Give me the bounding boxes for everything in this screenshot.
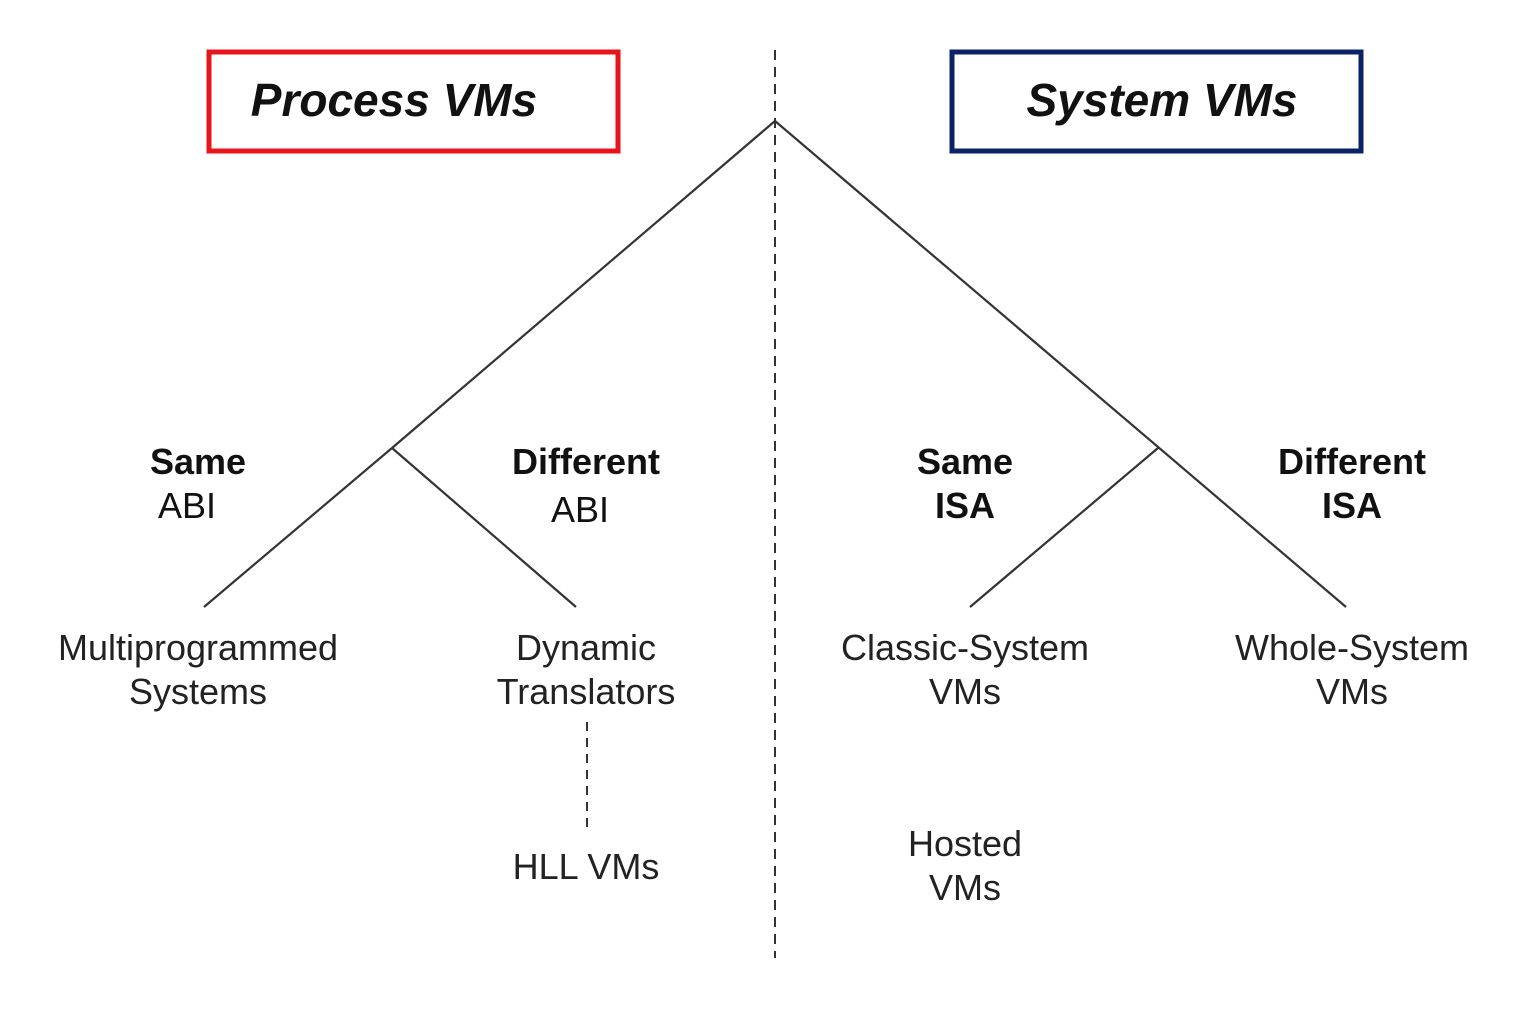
leaf-hosted-line2: VMs	[929, 866, 1001, 908]
label-different-abi-line2: ABI	[550, 488, 610, 530]
leaf-classic-system-line1: Classic-System	[840, 627, 1090, 668]
leaf-classic-system-line2: VMs	[929, 670, 1001, 712]
leaf-whole-system-vms: Whole-System VMs	[1212, 626, 1492, 714]
leaf-multiprogrammed-line2: Systems	[128, 670, 268, 712]
leaf-whole-system-line2: VMs	[1316, 670, 1388, 712]
label-same-abi: Same ABI	[118, 440, 278, 528]
label-same-abi-line2: ABI	[157, 484, 217, 526]
label-same-abi-line1: Same	[149, 441, 247, 482]
leaf-hll-vms: HLL VMs	[476, 845, 696, 889]
leaf-multiprogrammed-systems: Multiprogrammed Systems	[38, 626, 358, 714]
label-different-isa-line2: ISA	[1321, 484, 1382, 526]
label-different-abi: Different ABI	[496, 440, 676, 532]
edge-to-multiprogrammed	[203, 447, 393, 608]
leaf-classic-system-vms: Classic-System VMs	[815, 626, 1115, 714]
edge-to-dynamic-translators	[391, 447, 577, 608]
label-different-isa: Different ISA	[1262, 440, 1442, 528]
leaf-hosted-line1: Hosted	[907, 823, 1023, 864]
label-same-isa-line1: Same	[916, 441, 1014, 482]
leaf-dynamic-translators-line2: Translators	[496, 670, 676, 712]
leaf-whole-system-line1: Whole-System	[1234, 627, 1470, 668]
leaf-dynamic-translators: Dynamic Translators	[466, 626, 706, 714]
process-vms-title: Process VMs	[250, 74, 538, 126]
leaf-hosted-vms: Hosted VMs	[865, 822, 1065, 910]
edge-root-to-process	[391, 120, 776, 449]
system-vms-box	[949, 49, 1364, 154]
label-different-isa-line1: Different	[1277, 441, 1426, 482]
label-same-isa-line2: ISA	[934, 484, 995, 526]
leaf-hll-vms-line1: HLL VMs	[512, 846, 660, 887]
leaf-multiprogrammed-line1: Multiprogrammed	[57, 627, 339, 668]
edge-to-classic-system	[969, 447, 1159, 608]
edge-root-to-whole-system	[774, 120, 1347, 608]
label-different-abi-line1: Different	[511, 441, 660, 482]
label-same-isa: Same ISA	[885, 440, 1045, 528]
process-vms-box	[206, 49, 621, 154]
system-vms-title: System VMs	[1026, 74, 1298, 126]
leaf-dynamic-translators-line1: Dynamic	[515, 627, 657, 668]
